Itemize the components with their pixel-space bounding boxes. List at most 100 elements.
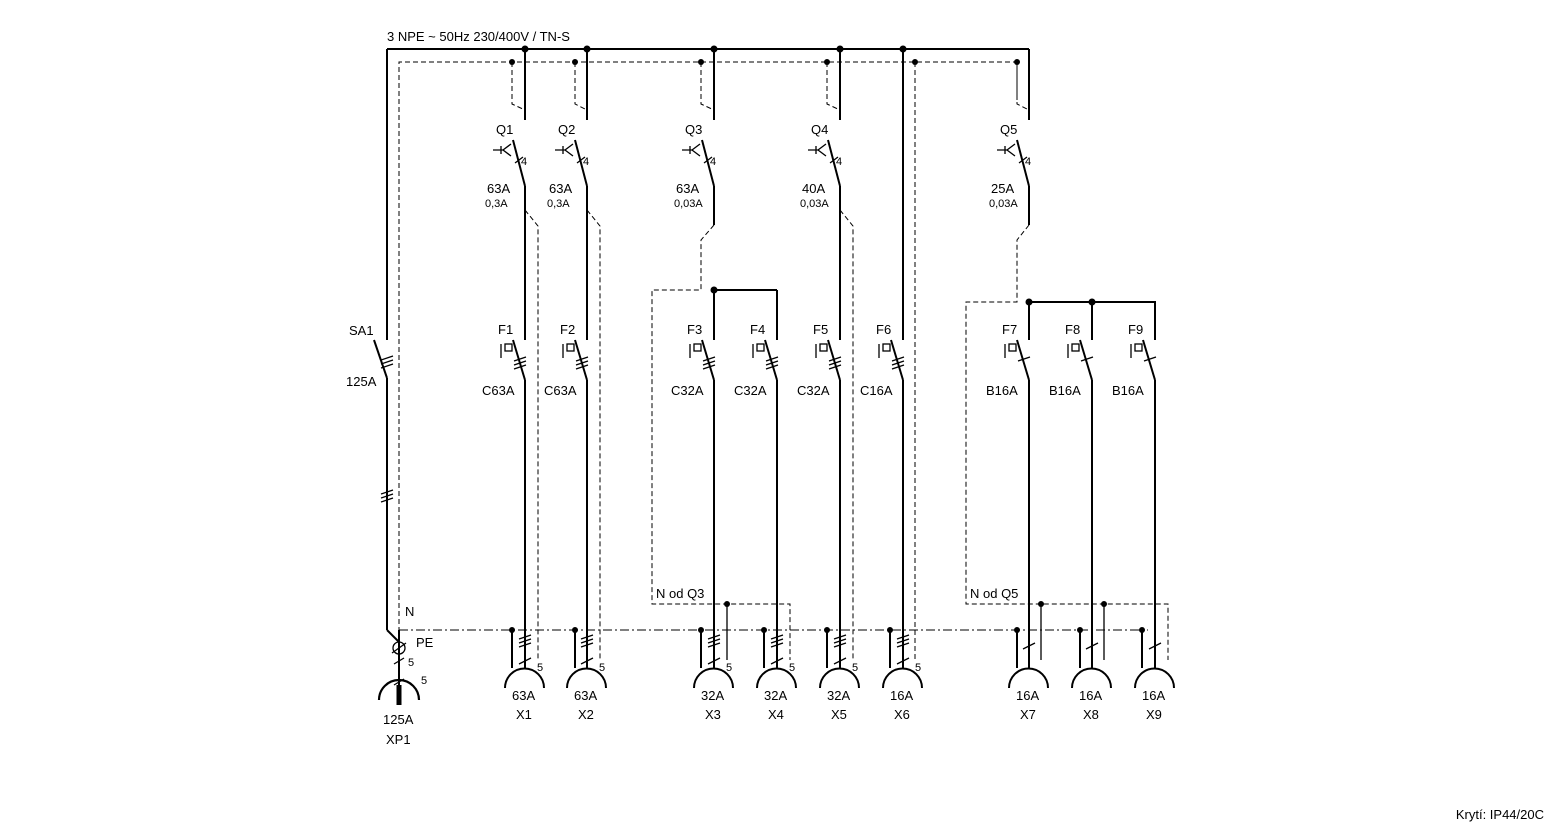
pole-tick: [513, 364, 527, 370]
breaker-thermal: [1071, 343, 1080, 352]
q5-to-f9: [1029, 301, 1156, 340]
rcd-rating: 63A: [676, 181, 699, 196]
rcd-sensitivity: 0,03A: [800, 198, 829, 210]
pole-tick: [765, 360, 779, 366]
socket-poles: 5: [852, 662, 858, 674]
pole-tick: [580, 638, 594, 644]
rcd-trip-mechanism: [493, 143, 512, 157]
socket-body: [1134, 667, 1175, 689]
socket-rating: 16A: [1016, 688, 1039, 703]
q3-neutral-path: [651, 224, 791, 660]
socket-rating: 16A: [1142, 688, 1165, 703]
inlet-rating: 125A: [383, 712, 414, 727]
breaker-rating: B16A: [1112, 383, 1144, 398]
breaker-id: F6: [876, 322, 891, 337]
rcd-blade: [574, 139, 588, 187]
neutral-note-q5: N od Q5: [970, 586, 1018, 601]
pole-tick: [765, 364, 779, 370]
pole-tick: [828, 356, 842, 362]
pole-tick: [828, 364, 842, 370]
main-busbar: [387, 48, 1030, 120]
pole-tick: [1085, 642, 1099, 650]
rcd-neutral-down: [839, 209, 854, 660]
breaker-rating: C16A: [860, 383, 893, 398]
pole-tick: [833, 642, 847, 648]
socket-poles: 5: [726, 662, 732, 674]
breaker-thermal: [1134, 343, 1143, 352]
breaker-id: F4: [750, 322, 765, 337]
socket-rating: 16A: [1079, 688, 1102, 703]
socket-body: [819, 667, 860, 689]
pole-tick: [829, 156, 839, 164]
rcd-trip-mechanism: [808, 143, 827, 157]
rcd-poles: 4: [521, 156, 527, 168]
socket-id: X4: [768, 707, 784, 722]
socket-body: [882, 667, 923, 689]
socket-id: X7: [1020, 707, 1036, 722]
rcd-rating: 40A: [802, 181, 825, 196]
rcd-neutral-in: [826, 62, 841, 111]
pole-tick: [518, 638, 532, 644]
pe-label: PE: [416, 635, 434, 650]
pole-tick: [707, 657, 721, 665]
rcd-id: Q3: [685, 122, 702, 137]
n-label: N: [405, 604, 414, 619]
rcd-neutral-in: [1016, 62, 1030, 111]
pole-tick: [575, 360, 589, 366]
rcd-neutral-in: [511, 62, 526, 111]
pole-tick: [513, 356, 527, 362]
pole-tick: [1022, 642, 1036, 650]
rcd-rating: 63A: [549, 181, 572, 196]
breaker-rating: C63A: [544, 383, 577, 398]
pole-tick: [518, 634, 532, 640]
breaker-thermal: [819, 343, 828, 352]
f6-bus-tap-dot: [899, 45, 907, 53]
breaker-id: F3: [687, 322, 702, 337]
rcd-id: Q2: [558, 122, 575, 137]
rcd-trip-mechanism: [997, 143, 1016, 157]
breaker-rating: B16A: [986, 383, 1018, 398]
rcd-blade: [827, 139, 841, 187]
socket-id: X1: [516, 707, 532, 722]
pole-tick: [707, 634, 721, 640]
pole-tick: [1080, 356, 1094, 362]
pole-tick: [896, 657, 910, 665]
rcd-layer: Q1463A0,3AQ2463A0,3AQ3463A0,03AQ4440A0,0…: [485, 45, 1031, 225]
breaker-rating: C32A: [734, 383, 767, 398]
breaker-id: F5: [813, 322, 828, 337]
protection-rating: Krytí: IP44/20C: [1455, 807, 1544, 822]
pole-tick: [703, 156, 713, 164]
socket-id: X9: [1146, 707, 1162, 722]
pole-tick: [576, 156, 586, 164]
rcd-id: Q1: [496, 122, 513, 137]
socket-body: [1071, 667, 1112, 689]
pole-tick: [770, 634, 784, 640]
rcd-neutral-in: [700, 62, 715, 111]
socket-body: [1008, 667, 1049, 689]
breaker-thermal: [756, 343, 765, 352]
sa1-label: SA1: [349, 323, 374, 338]
rcd-sensitivity: 0,03A: [989, 198, 1018, 210]
socket-rating: 16A: [890, 688, 913, 703]
socket-body: [504, 667, 545, 689]
breaker-id: F2: [560, 322, 575, 337]
breaker-thermal: [566, 343, 575, 352]
pole-tick: [1018, 156, 1028, 164]
rcd-blade: [512, 139, 526, 187]
pole-tick: [896, 642, 910, 648]
rcd-poles: 4: [836, 156, 842, 168]
pole-tick: [702, 364, 716, 370]
breaker-rating: B16A: [1049, 383, 1081, 398]
pole-tick: [891, 364, 905, 370]
rcd-neutral-down: [586, 209, 601, 660]
inlet-poles: 5: [421, 675, 427, 687]
breaker-id: F8: [1065, 322, 1080, 337]
